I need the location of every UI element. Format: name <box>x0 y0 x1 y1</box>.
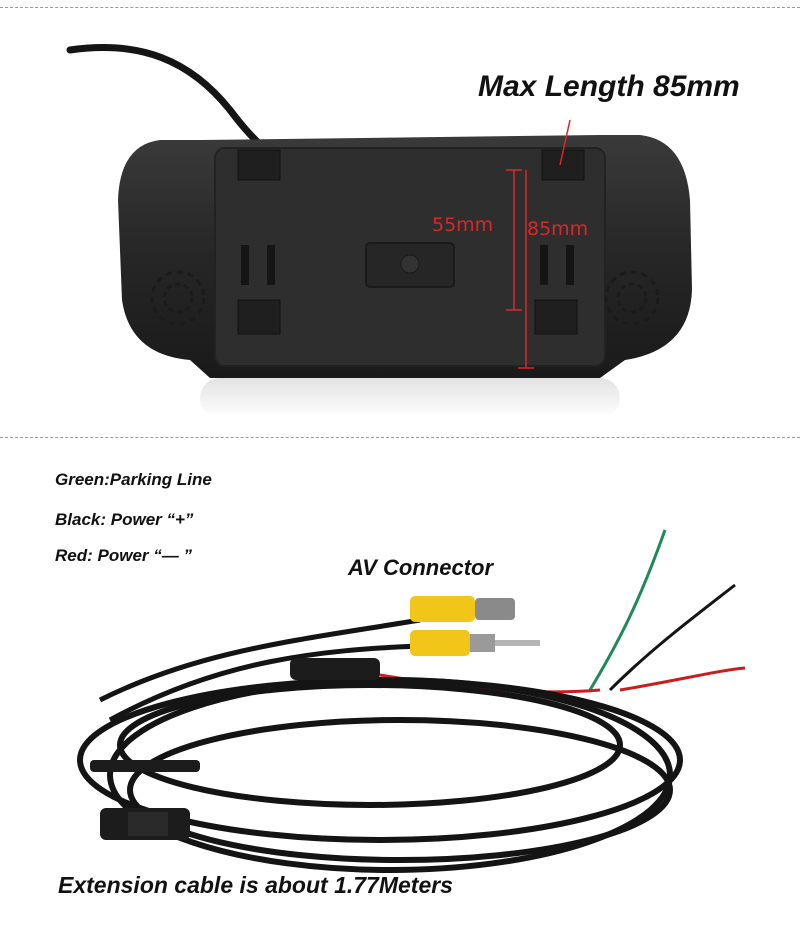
cable-length-caption: Extension cable is about 1.77Meters <box>58 872 453 898</box>
dimension-85mm-label: 85mm <box>527 218 589 240</box>
max-length-label: Max Length 85mm <box>478 70 740 103</box>
mirror-monitor-photo <box>66 44 692 418</box>
middle-divider <box>0 437 800 438</box>
top-divider <box>0 7 800 8</box>
legend-green-wire: Green:Parking Line <box>55 470 212 489</box>
av-connector-label: AV Connector <box>348 555 494 580</box>
legend-red-wire: Red: Power “— ” <box>55 546 192 565</box>
dimension-55mm-label: 55mm <box>432 214 494 236</box>
legend-black-wire: Black: Power “+” <box>55 510 194 529</box>
